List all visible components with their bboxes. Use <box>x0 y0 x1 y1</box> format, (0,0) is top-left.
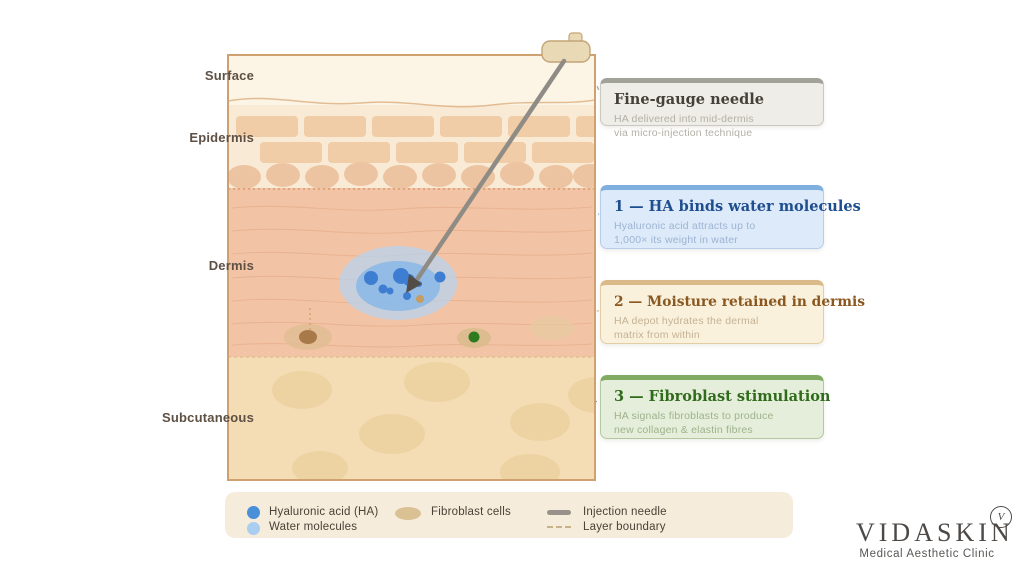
boundary-swatch-icon <box>547 526 571 528</box>
legend-label-fibroblast: Fibroblast cells <box>431 506 511 518</box>
brand-mark-icon: V <box>990 506 1012 528</box>
brand-tagline: Medical Aesthetic Clinic <box>859 548 995 560</box>
callout-line: Hyaluronic acid attracts up to <box>614 220 756 232</box>
layer-label-subcutaneous: Subcutaneous <box>162 410 254 425</box>
fibroblast-swatch-icon <box>395 507 421 520</box>
legend-label-needle: Injection needle <box>583 506 667 518</box>
fibroblast-dot <box>416 295 424 303</box>
surface-layer <box>228 55 595 105</box>
callout-line: HA signals fibroblasts to produce <box>614 410 774 422</box>
legend-label-water: Water molecules <box>269 521 358 533</box>
fibroblast-cell-stimulated <box>457 328 491 348</box>
layer-label-dermis: Dermis <box>208 258 254 273</box>
brand-wordmark: VIDASKIN <box>856 518 1014 547</box>
callout-step-3-fibroblast-stimulation: 3 — Fibroblast stimulation HA signals fi… <box>600 375 831 439</box>
legend-label-boundary: Layer boundary <box>583 521 666 533</box>
callout-line: HA delivered into mid-dermis <box>614 113 754 125</box>
ha-depot-blob <box>339 246 457 320</box>
injection-needle <box>406 32 591 293</box>
callout-line: HA depot hydrates the dermal <box>614 315 759 327</box>
surface-wave-line <box>228 97 595 108</box>
fibroblast-cell <box>530 316 574 340</box>
water-swatch-icon <box>247 522 260 535</box>
fibroblast-cell <box>284 308 332 350</box>
legend-panel: Hyaluronic acid (HA) Water molecules Fib… <box>225 492 793 538</box>
ha-swatch-icon <box>247 506 260 519</box>
skin-cross-section-diagram <box>227 32 596 481</box>
needle-shaft <box>411 58 567 287</box>
callout-title: 3 — Fibroblast stimulation <box>614 388 831 405</box>
callout-title: 1 — HA binds water molecules <box>614 198 861 215</box>
callout-line: new collagen & elastin fibres <box>614 423 753 436</box>
callout-fine-gauge-needle: Fine-gauge needle HA delivered into mid-… <box>600 78 824 139</box>
callout-step-1-ha-binds-water: 1 — HA binds water molecules Hyaluronic … <box>600 185 861 249</box>
callout-title: Fine-gauge needle <box>614 91 764 108</box>
basal-cell-bumps <box>228 162 595 189</box>
needle-hub <box>541 40 591 63</box>
layer-label-surface: Surface <box>204 68 254 83</box>
needle-tip-arrowhead <box>406 274 422 293</box>
skin-box-border <box>227 54 596 481</box>
legend-label-ha: Hyaluronic acid (HA) <box>269 506 379 518</box>
epidermis-bricks <box>236 116 595 163</box>
callout-line: 1,000× its weight in water <box>614 233 738 246</box>
subcutaneous-fat-cells <box>272 362 595 480</box>
callout-title: 2 — Moisture retained in dermis <box>614 294 865 310</box>
callout-step-2-moisture-retained: 2 — Moisture retained in dermis HA depot… <box>600 280 865 344</box>
needle-swatch-icon <box>547 510 571 515</box>
callout-line: matrix from within <box>614 328 700 341</box>
callout-line: via micro-injection technique <box>614 126 753 139</box>
brand-logo: VIDASKIN V Medical Aesthetic Clinic <box>852 504 1020 568</box>
layer-label-epidermis: Epidermis <box>189 130 254 145</box>
